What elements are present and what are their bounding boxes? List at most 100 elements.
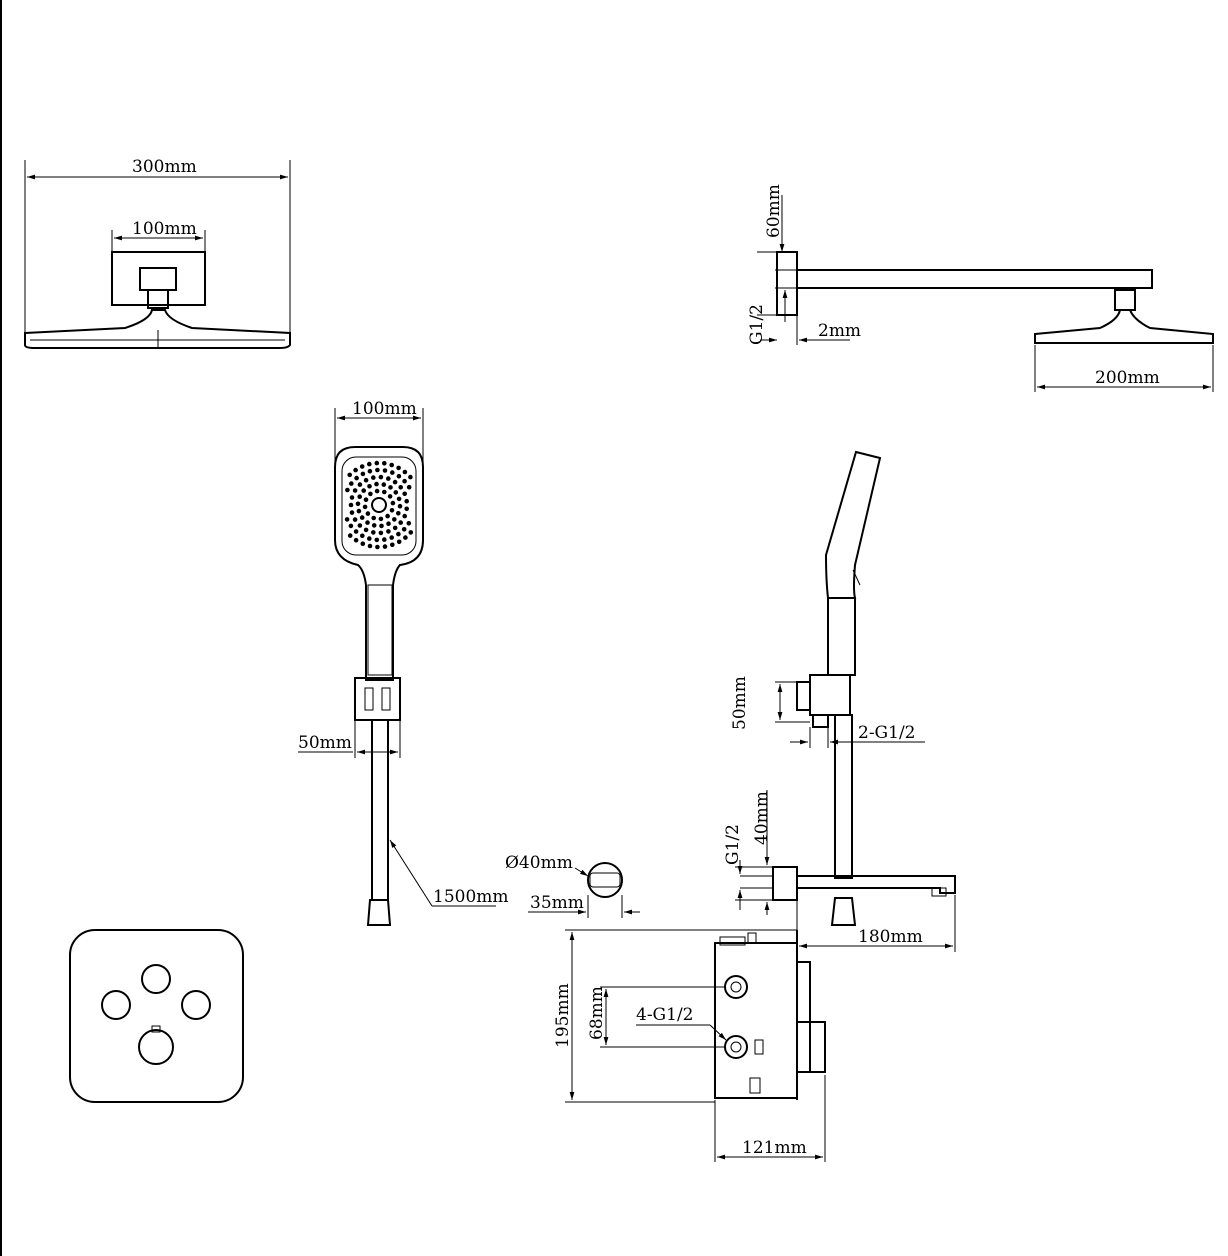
- nozzle-dot: [356, 508, 362, 514]
- nozzle-dot: [347, 533, 353, 538]
- nozzle-dot: [392, 517, 397, 522]
- nozzle-dot: [357, 494, 363, 500]
- dim-outlet-thread: 2-G1/2: [858, 723, 916, 743]
- dim-knob-depth: 35mm: [530, 893, 584, 913]
- dim-outlet-height: 50mm: [730, 676, 750, 730]
- nozzle-dot: [357, 482, 363, 487]
- nozzle-dot: [367, 484, 372, 489]
- function-button: [181, 990, 211, 1020]
- nozzle-dot: [408, 474, 413, 480]
- nozzle-dot: [353, 467, 358, 473]
- nozzle-dot: [404, 506, 410, 512]
- nozzle-dot: [386, 529, 391, 534]
- nozzle-dot: [390, 470, 395, 475]
- nozzle-dot: [348, 502, 354, 508]
- nozzle-dot: [375, 467, 380, 473]
- nozzle-dot: [378, 530, 384, 536]
- dim-valve-height: 195mm: [553, 983, 573, 1048]
- nozzle-dot: [361, 488, 367, 493]
- nozzle-dot: [382, 537, 387, 542]
- nozzle-dot: [345, 487, 350, 493]
- nozzle-dot: [389, 462, 395, 468]
- nozzle-dot: [360, 533, 365, 539]
- nozzle-dot: [389, 535, 395, 540]
- nozzle-dot: [387, 494, 393, 499]
- dim-handheld-width: 100mm: [352, 399, 417, 419]
- nozzle-dot: [402, 491, 408, 497]
- nozzle-dot: [371, 523, 377, 528]
- nozzle-dot: [371, 530, 376, 535]
- nozzle-dot: [349, 481, 354, 486]
- dim-arm-flange: 60mm: [764, 184, 784, 238]
- control-plate-front: [69, 929, 244, 1103]
- spray-nozzles: [344, 460, 414, 550]
- nozzle-dot: [368, 491, 373, 497]
- nozzle-dot: [362, 504, 368, 510]
- nozzle-dot: [363, 527, 369, 533]
- shower-arm-side: 60mm G1/2 2mm 200mm: [747, 184, 1214, 392]
- dim-spout-flange: 40mm: [752, 791, 772, 845]
- nozzle-dot: [393, 490, 399, 495]
- function-button: [141, 964, 171, 994]
- nozzle-dot: [392, 479, 398, 485]
- nozzle-dot: [367, 543, 373, 549]
- dim-spout-thread: G1/2: [723, 824, 743, 865]
- handheld-shower-front: 100mm 50mm 1500mm: [298, 399, 509, 926]
- nozzle-dot: [357, 523, 363, 528]
- nozzle-dot: [353, 537, 359, 543]
- nozzle-dot: [389, 508, 395, 513]
- nozzle-dot: [359, 464, 365, 469]
- nozzle-dot: [396, 539, 402, 545]
- temperature-knob: [138, 1029, 174, 1065]
- nozzle-dot: [396, 511, 401, 516]
- nozzle-dot: [396, 473, 402, 479]
- nozzle-dot: [367, 468, 373, 474]
- nozzle-dot: [378, 516, 384, 522]
- nozzle-dot: [359, 515, 365, 520]
- nozzle-dot: [402, 469, 408, 475]
- nozzle-dot: [375, 544, 380, 550]
- nozzle-dot: [396, 531, 401, 537]
- nozzle-dot: [403, 535, 408, 540]
- nozzle-dot: [360, 471, 366, 477]
- nozzle-dot: [349, 495, 355, 500]
- nozzle-dot: [352, 488, 358, 493]
- nozzle-dot: [347, 472, 353, 478]
- nozzle-dot: [392, 525, 398, 531]
- nozzle-dot: [401, 527, 407, 532]
- tub-spout-side: 40mm G1/2 180mm: [723, 790, 956, 952]
- control-knob-side: Ø40mm 35mm: [505, 853, 640, 918]
- dim-arm-thread: G1/2: [747, 304, 767, 345]
- function-button: [101, 990, 131, 1020]
- nozzle-dot: [367, 461, 372, 467]
- nozzle-dot: [382, 489, 387, 495]
- nozzle-dot: [398, 520, 404, 525]
- dim-head-width: 300mm: [132, 157, 197, 177]
- nozzle-dot: [396, 465, 401, 471]
- dim-head-box-width: 100mm: [132, 219, 197, 239]
- dim-hose-length: 1500mm: [433, 887, 509, 907]
- nozzle-dot: [382, 468, 388, 473]
- nozzle-dot: [379, 523, 384, 529]
- dim-valve-threads: 4-G1/2: [636, 1005, 694, 1025]
- nozzle-dot: [398, 485, 404, 490]
- nozzle-dot: [349, 510, 355, 515]
- nozzle-dot: [367, 536, 372, 541]
- dim-arm-gap: 2mm: [818, 321, 861, 341]
- nozzle-dot: [388, 485, 393, 490]
- nozzle-dot: [382, 461, 387, 466]
- nozzle-dot: [404, 498, 410, 504]
- nozzle-dot: [385, 513, 390, 519]
- nozzle-dot: [378, 474, 384, 480]
- nozzle-dot: [390, 542, 395, 548]
- thermostatic-valve-body: 195mm 68mm 4-G1/2 121mm: [553, 929, 826, 1162]
- nozzle-dot: [360, 541, 366, 546]
- nozzle-dot: [396, 496, 402, 502]
- nozzle-dot: [374, 488, 380, 494]
- nozzle-dot: [363, 497, 369, 503]
- nozzle-dot: [397, 503, 403, 509]
- nozzle-dot: [371, 515, 377, 521]
- nozzle-dot: [371, 475, 376, 480]
- nozzle-dot: [365, 520, 370, 525]
- nozzle-dot: [365, 511, 371, 516]
